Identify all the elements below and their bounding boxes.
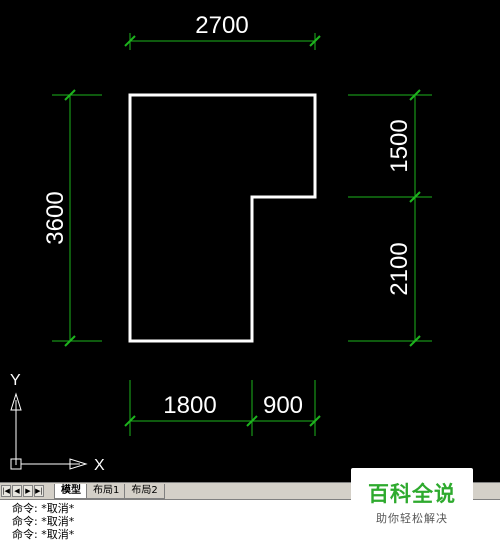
watermark-title: 百科全说: [368, 482, 456, 506]
watermark-badge: 百科全说 助你轻松解决: [351, 468, 473, 525]
dimension-left-text: 3600: [42, 191, 69, 244]
first-tab-icon[interactable]: |◀: [1, 485, 11, 497]
command-line: 命令: *取消*: [12, 502, 75, 515]
ucs-x-label: X: [94, 457, 105, 474]
dimension-right-upper-text: 1500: [386, 119, 413, 172]
dimension-right-lower-text: 2100: [386, 242, 413, 295]
ucs-y-label: Y: [10, 372, 21, 389]
last-tab-icon[interactable]: ▶|: [34, 485, 44, 497]
command-line: 命令: *取消*: [12, 528, 75, 541]
ucs-icon: [10, 392, 88, 470]
dimension-top[interactable]: [124, 33, 321, 50]
tab-model[interactable]: 模型: [54, 483, 88, 499]
command-line: 命令: *取消*: [12, 515, 75, 528]
tab-layout2[interactable]: 布局2: [124, 483, 165, 499]
prev-tab-icon[interactable]: ◀: [12, 485, 22, 497]
dimension-bottom-left-text: 1800: [163, 392, 216, 419]
dimension-bottom-right-text: 900: [263, 392, 303, 419]
next-tab-icon[interactable]: ▶: [23, 485, 33, 497]
dimension-bottom[interactable]: [124, 380, 321, 436]
dimension-right[interactable]: [348, 89, 432, 347]
watermark-subtitle: 助你轻松解决: [376, 512, 448, 525]
dimension-left[interactable]: [52, 89, 102, 347]
drawing-canvas[interactable]: 2700 3600 1500 2100 1800 900: [0, 0, 500, 482]
tab-layout1[interactable]: 布局1: [86, 483, 127, 499]
l-shape-outline[interactable]: [128, 93, 317, 343]
dimension-top-text: 2700: [195, 12, 248, 39]
